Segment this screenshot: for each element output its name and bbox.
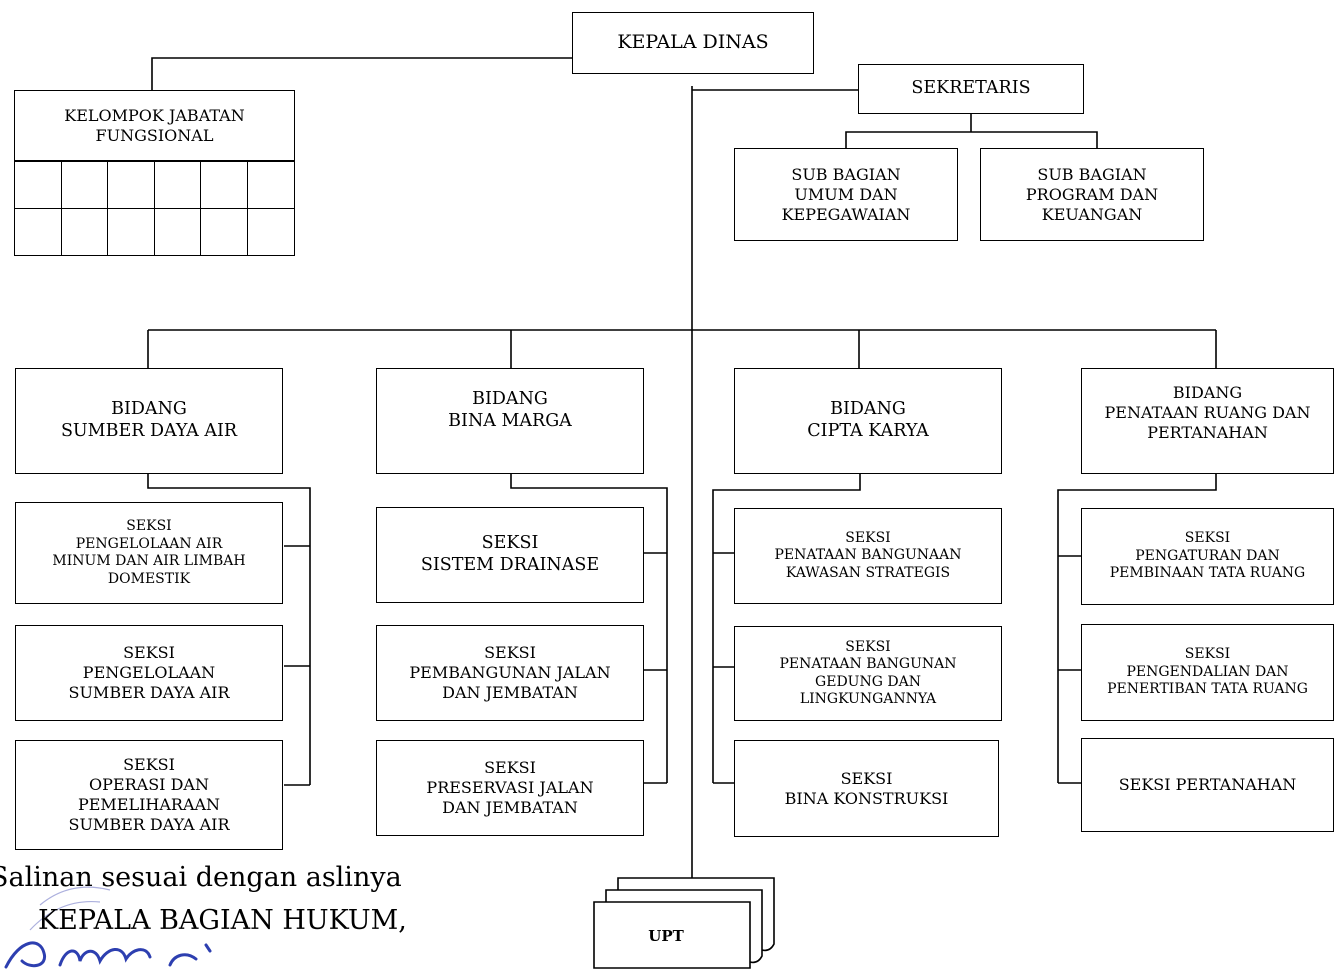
seksi-pr-2-line-3: PENERTIBAN TATA RUANG <box>1107 681 1308 698</box>
seksi-ck-1-box: SEKSI PENATAAN BANGUNAAN KAWASAN STRATEG… <box>734 508 1002 604</box>
upt-label: UPT <box>648 927 684 945</box>
sub-umum-line-3: KEPEGAWAIAN <box>781 204 911 224</box>
seksi-sda-3-line-1: SEKSI <box>123 755 175 774</box>
bidang-sda-line-2: SUMBER DAYA AIR <box>60 421 238 441</box>
bidang-ck-line-1: BIDANG <box>830 399 906 420</box>
seksi-bm-1-box: SEKSI SISTEM DRAINASE <box>376 507 644 603</box>
bidang-bm-line-2: BINA MARGA <box>448 410 572 431</box>
signature-image <box>4 941 212 969</box>
seksi-pr-2-line-2: PENGENDALIAN DAN <box>1126 663 1289 680</box>
sekretaris-line: SEKRETARIS <box>911 78 1031 99</box>
seksi-bm-3-line-3: DAN JEMBATAN <box>442 798 578 817</box>
seksi-bm-2-line-1: SEKSI <box>484 643 536 662</box>
seksi-sda-2-line-2: PENGELOLAAN <box>82 663 216 682</box>
kelompok-line-2: FUNGSIONAL <box>95 126 214 145</box>
seksi-bm-3-box: SEKSI PRESERVASI JALAN DAN JEMBATAN <box>376 740 644 836</box>
footer-salinan: Salinan sesuai dengan aslinya <box>0 862 402 893</box>
bidang-bm-line-1: BIDANG <box>472 389 548 409</box>
seksi-pr-3-line-1: SEKSI PERTANAHAN <box>1118 775 1297 794</box>
bidang-ck-box: BIDANG CIPTA KARYA <box>734 368 1002 474</box>
bidang-pr-box: BIDANG PENATAAN RUANG DAN PERTANAHAN <box>1081 368 1334 474</box>
kelompok-line-1: KELOMPOK JABATAN <box>64 106 245 125</box>
sub-program-line-1: SUB BAGIAN <box>1037 164 1147 184</box>
seksi-ck-2-box: SEKSI PENATAAN BANGUNAN GEDUNG DAN LINGK… <box>734 626 1002 721</box>
seksi-bm-1-line-2: SISTEM DRAINASE <box>420 555 600 575</box>
seksi-sda-1-line-4: DOMESTIK <box>107 570 191 587</box>
bidang-pr-line-2: PENATAAN RUANG DAN <box>1104 403 1311 422</box>
seksi-sda-2-line-3: SUMBER DAYA AIR <box>68 683 230 702</box>
sub-umum-line-1: SUB BAGIAN <box>791 164 901 184</box>
seksi-pr-3-box: SEKSI PERTANAHAN <box>1081 738 1334 832</box>
seksi-ck-2-line-3: GEDUNG DAN <box>815 673 921 690</box>
seksi-sda-1-line-3: MINUM DAN AIR LIMBAH <box>52 553 246 569</box>
sub-program-line-2: PROGRAM DAN <box>1025 184 1159 204</box>
seksi-bm-2-box: SEKSI PEMBANGUNAN JALAN DAN JEMBATAN <box>376 625 644 721</box>
sub-umum-line-2: UMUM DAN <box>794 184 898 204</box>
seksi-sda-2-box: SEKSI PENGELOLAAN SUMBER DAYA AIR <box>15 625 283 721</box>
seksi-bm-2-line-3: DAN JEMBATAN <box>442 683 578 702</box>
seksi-sda-3-line-2: OPERASI DAN <box>89 775 209 794</box>
seksi-ck-1-line-1: SEKSI <box>845 529 891 546</box>
seksi-ck-2-line-4: LINGKUNGANNYA <box>799 691 937 707</box>
seksi-sda-3-box: SEKSI OPERASI DAN PEMELIHARAAN SUMBER DA… <box>15 740 283 850</box>
seksi-bm-3-line-2: PRESERVASI JALAN <box>426 778 594 797</box>
kepala-dinas-line: KEPALA DINAS <box>617 31 769 54</box>
kelompok-jabatan-box: KELOMPOK JABATAN FUNGSIONAL <box>14 90 295 162</box>
bidang-sda-line-1: BIDANG <box>111 399 187 420</box>
seksi-ck-1-line-3: KAWASAN STRATEGIS <box>785 564 951 581</box>
seksi-pr-1-line-1: SEKSI <box>1184 530 1231 547</box>
sekretaris-box: SEKRETARIS <box>858 64 1084 114</box>
kelompok-jabatan-grid <box>14 160 295 256</box>
seksi-ck-3-box: SEKSI BINA KONSTRUKSI <box>734 740 999 837</box>
seksi-pr-2-box: SEKSI PENGENDALIAN DAN PENERTIBAN TATA R… <box>1081 624 1334 721</box>
seksi-bm-2-line-2: PEMBANGUNAN JALAN <box>409 663 611 682</box>
seksi-ck-3-line-1: SEKSI <box>840 768 893 788</box>
sub-bagian-program-box: SUB BAGIAN PROGRAM DAN KEUANGAN <box>980 148 1204 241</box>
seksi-ck-3-line-2: BINA KONSTRUKSI <box>784 788 949 808</box>
stamp-arcs <box>29 886 111 931</box>
seksi-pr-1-box: SEKSI PENGATURAN DAN PEMBINAAN TATA RUAN… <box>1081 508 1334 605</box>
footer-kepala-bagian-hukum: KEPALA BAGIAN HUKUM, <box>38 905 407 936</box>
sub-program-line-3: KEUANGAN <box>1041 204 1143 224</box>
seksi-ck-1-line-2: PENATAAN BANGUNAAN <box>774 547 962 564</box>
seksi-sda-1-line-2: PENGELOLAAN AIR <box>75 535 223 552</box>
seksi-pr-1-line-3: PEMBINAAN TATA RUANG <box>1109 565 1306 582</box>
bidang-bm-box: BIDANG BINA MARGA <box>376 368 644 474</box>
seksi-ck-2-line-1: SEKSI <box>845 638 891 655</box>
seksi-bm-1-line-1: SEKSI <box>481 533 539 554</box>
bidang-ck-line-2: CIPTA KARYA <box>807 421 929 441</box>
seksi-pr-2-line-1: SEKSI <box>1184 646 1231 663</box>
seksi-sda-1-box: SEKSI PENGELOLAAN AIR MINUM DAN AIR LIMB… <box>15 502 283 604</box>
seksi-bm-3-line-1: SEKSI <box>484 758 536 777</box>
sub-bagian-umum-box: SUB BAGIAN UMUM DAN KEPEGAWAIAN <box>734 148 958 241</box>
seksi-sda-3-line-4: SUMBER DAYA AIR <box>68 815 230 834</box>
seksi-sda-1-line-1: SEKSI <box>126 518 172 534</box>
bidang-sda-box: BIDANG SUMBER DAYA AIR <box>15 368 283 474</box>
kepala-dinas-box: KEPALA DINAS <box>572 12 814 74</box>
seksi-sda-3-line-3: PEMELIHARAAN <box>77 795 221 814</box>
bidang-pr-line-1: BIDANG <box>1172 383 1243 402</box>
bidang-pr-line-3: PERTANAHAN <box>1147 423 1268 442</box>
seksi-ck-2-line-2: PENATAAN BANGUNAN <box>779 656 957 672</box>
seksi-sda-2-line-1: SEKSI <box>123 643 175 662</box>
upt-document-icon <box>593 877 775 969</box>
seksi-pr-1-line-2: PENGATURAN DAN <box>1135 547 1280 564</box>
